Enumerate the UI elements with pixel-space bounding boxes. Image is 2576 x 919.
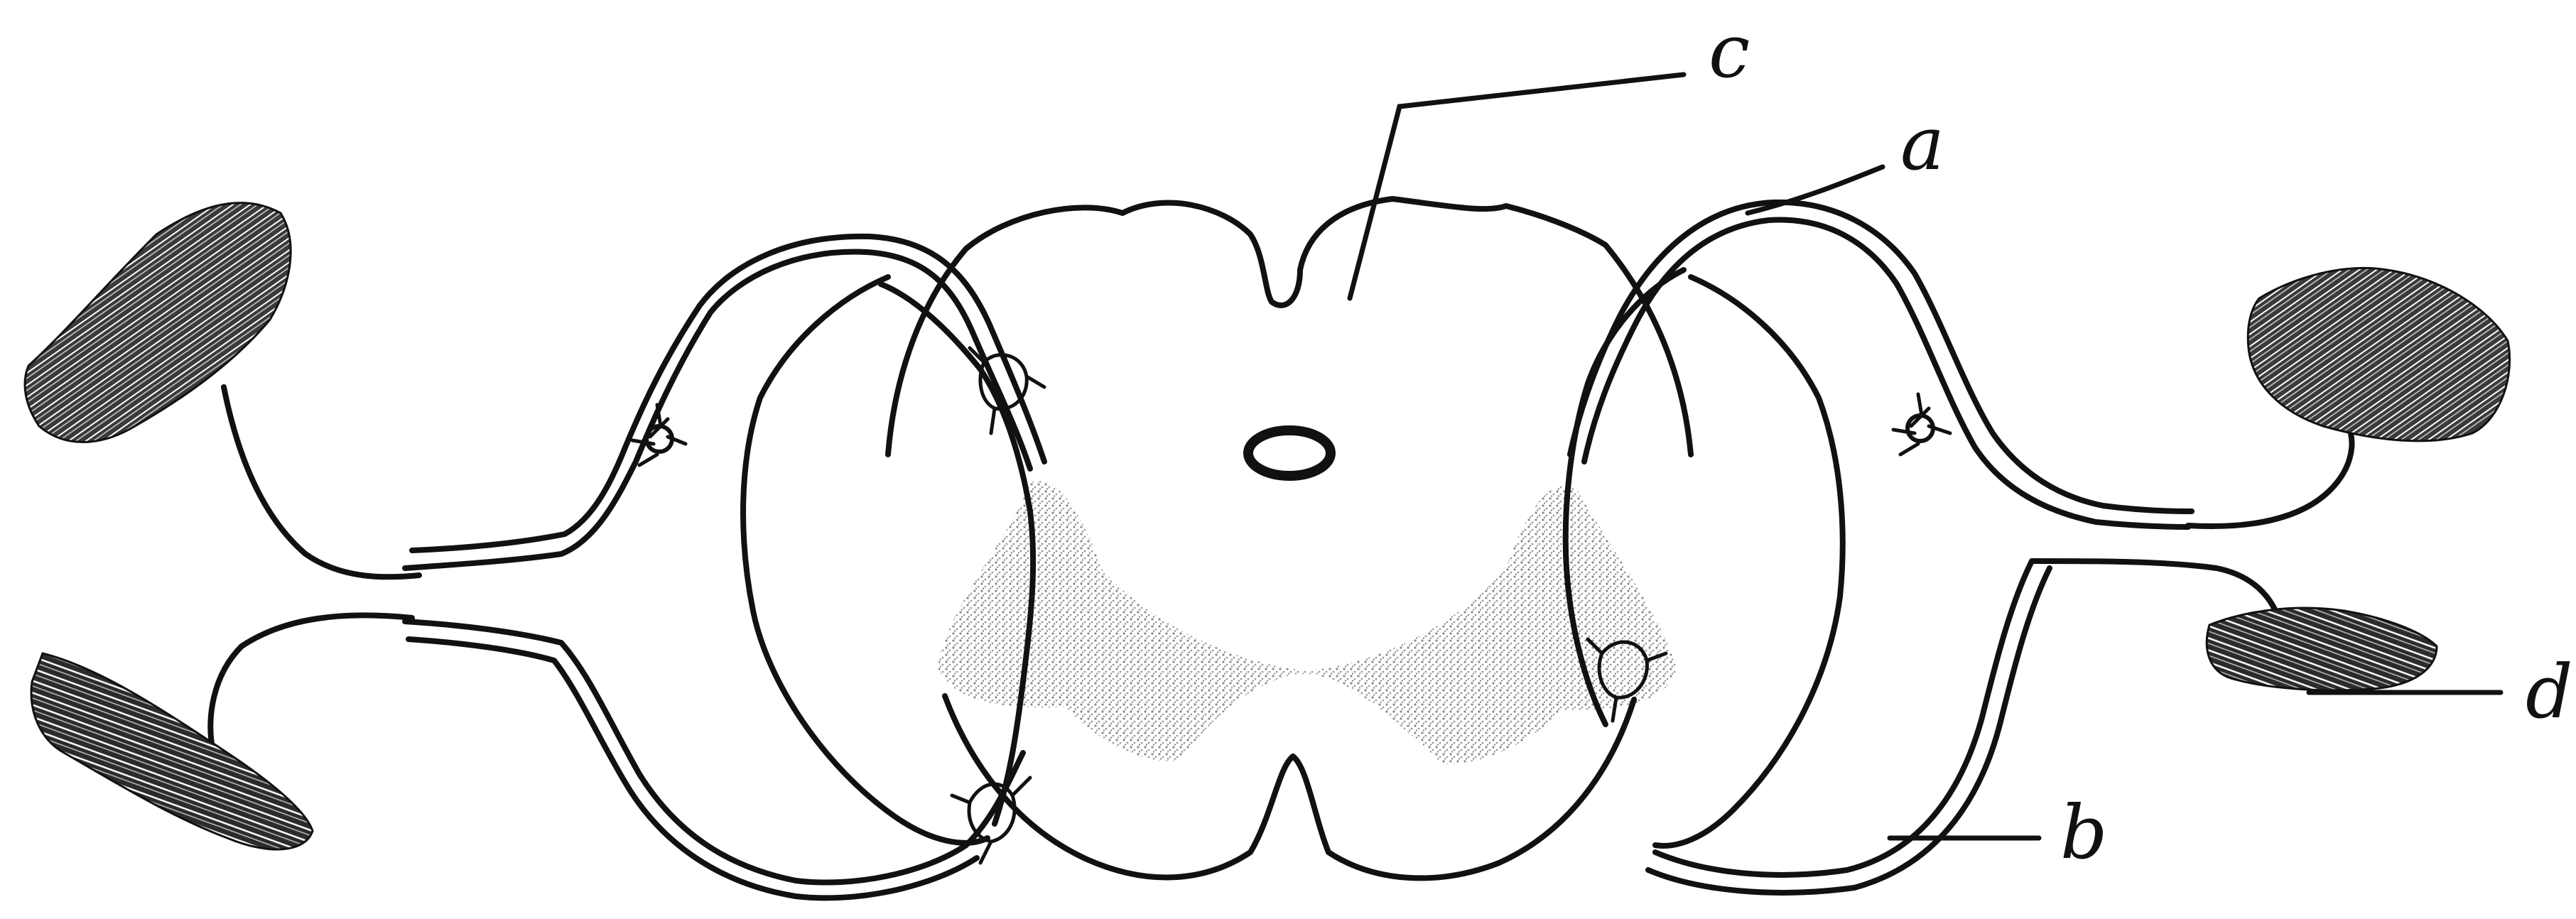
- left-ventral-root-outer: [405, 621, 1023, 883]
- left-sensory-fiber: [224, 387, 419, 577]
- label-d: d: [2526, 648, 2573, 735]
- right-sensory-to-cord: [1655, 277, 1843, 846]
- central-canal: [1248, 430, 1331, 476]
- leader-c: [1350, 75, 1684, 298]
- left-ventral-root-inner: [408, 639, 977, 898]
- left-motor-fiber: [210, 615, 412, 753]
- label-a: a: [1900, 100, 1944, 187]
- left-dorsal-root-outer: [405, 252, 1030, 568]
- right-dorsal-root-inner: [1570, 202, 2192, 511]
- label-b: b: [2060, 789, 2108, 876]
- left-dorsal-root-inner: [412, 236, 1044, 550]
- muscle-lower-left: [31, 653, 313, 849]
- right-sensory-fiber: [2188, 419, 2352, 526]
- right-ganglion-neuron: [1893, 394, 1950, 455]
- skin-receptor-upper-left: [25, 203, 291, 442]
- left-sensory-to-cord: [743, 277, 987, 843]
- label-c: c: [1709, 8, 1750, 94]
- skin-receptor-upper-right: [2248, 268, 2509, 441]
- right-ventral-root-inner: [1648, 568, 2050, 893]
- muscle-d: [2207, 608, 2437, 690]
